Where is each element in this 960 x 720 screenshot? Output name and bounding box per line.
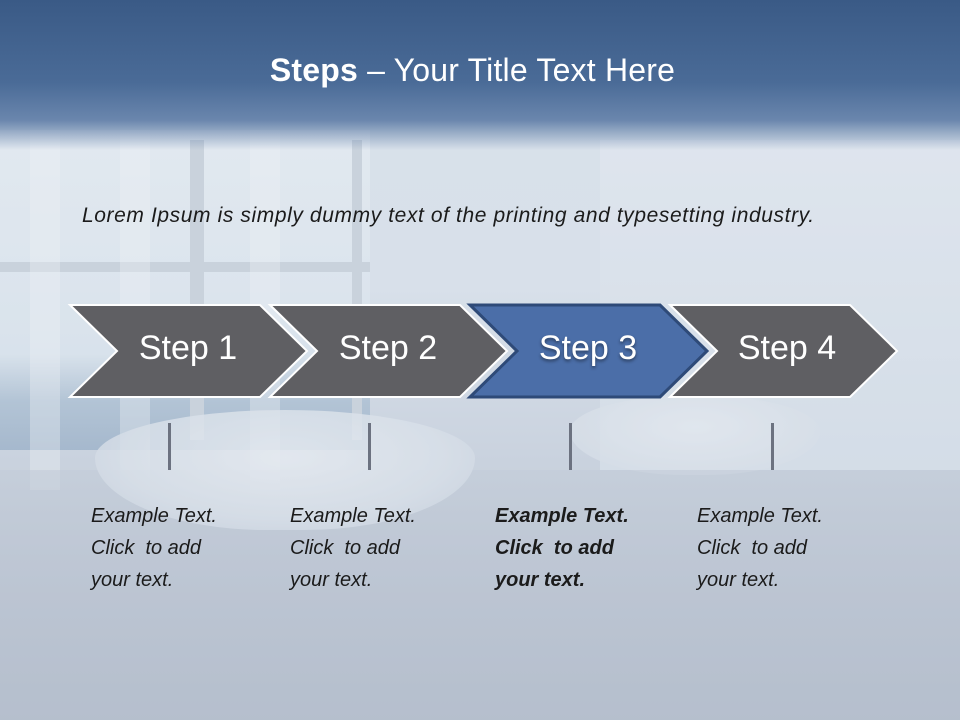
step-2-line-2: Click to add xyxy=(290,537,401,559)
lead-paragraph[interactable]: Lorem Ipsum is simply dummy text of the … xyxy=(82,204,815,227)
step-2-connector xyxy=(368,423,371,470)
step-4-line-2: Click to add xyxy=(697,537,808,559)
step-3-line-3: your text. xyxy=(495,569,586,591)
step-3-line-1: Example Text. xyxy=(495,505,629,527)
step-4-line-3: your text. xyxy=(697,569,780,591)
step-2-description[interactable]: Example Text. Click to add your text. xyxy=(290,500,460,596)
step-1-chevron[interactable] xyxy=(67,304,309,398)
step-4-chevron[interactable] xyxy=(667,304,899,398)
step-2-line-1: Example Text. xyxy=(290,505,416,527)
step-3-chevron[interactable] xyxy=(466,303,710,399)
slide-title[interactable]: Steps – Your Title Text Here xyxy=(0,52,945,89)
step-1-connector xyxy=(168,423,171,470)
step-3-line-2: Click to add xyxy=(495,537,614,559)
step-2-chevron[interactable] xyxy=(267,304,509,398)
step-1-description[interactable]: Example Text. Click to add your text. xyxy=(91,500,261,596)
step-1-line-3: your text. xyxy=(91,569,174,591)
step-2-line-3: your text. xyxy=(290,569,373,591)
step-4-description[interactable]: Example Text. Click to add your text. xyxy=(697,500,867,596)
step-4-connector xyxy=(771,423,774,470)
step-3-description[interactable]: Example Text. Click to add your text. xyxy=(495,500,665,596)
step-1-line-1: Example Text. xyxy=(91,505,217,527)
step-1-line-2: Click to add xyxy=(91,537,202,559)
title-rest: – Your Title Text Here xyxy=(367,52,676,88)
step-4-line-1: Example Text. xyxy=(697,505,823,527)
title-bold: Steps xyxy=(269,52,359,88)
step-3-connector xyxy=(569,423,572,470)
title-banner xyxy=(0,0,960,150)
